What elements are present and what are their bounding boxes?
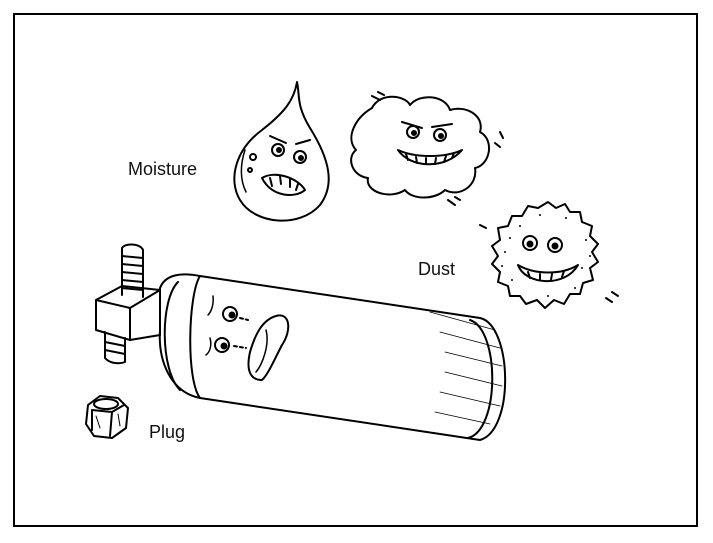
- dust-ball-character-icon: [480, 202, 618, 308]
- water-drop-character-icon: [234, 82, 328, 221]
- moisture-label: Moisture: [128, 159, 198, 179]
- hex-plug-icon: [86, 396, 128, 438]
- dirt-cloud-character-icon: [351, 92, 503, 205]
- plug-label: Plug: [149, 422, 186, 442]
- diagram-frame: [13, 13, 698, 527]
- dust-label: Dust: [418, 259, 456, 279]
- receiver-drier-cylinder-icon: [96, 244, 505, 440]
